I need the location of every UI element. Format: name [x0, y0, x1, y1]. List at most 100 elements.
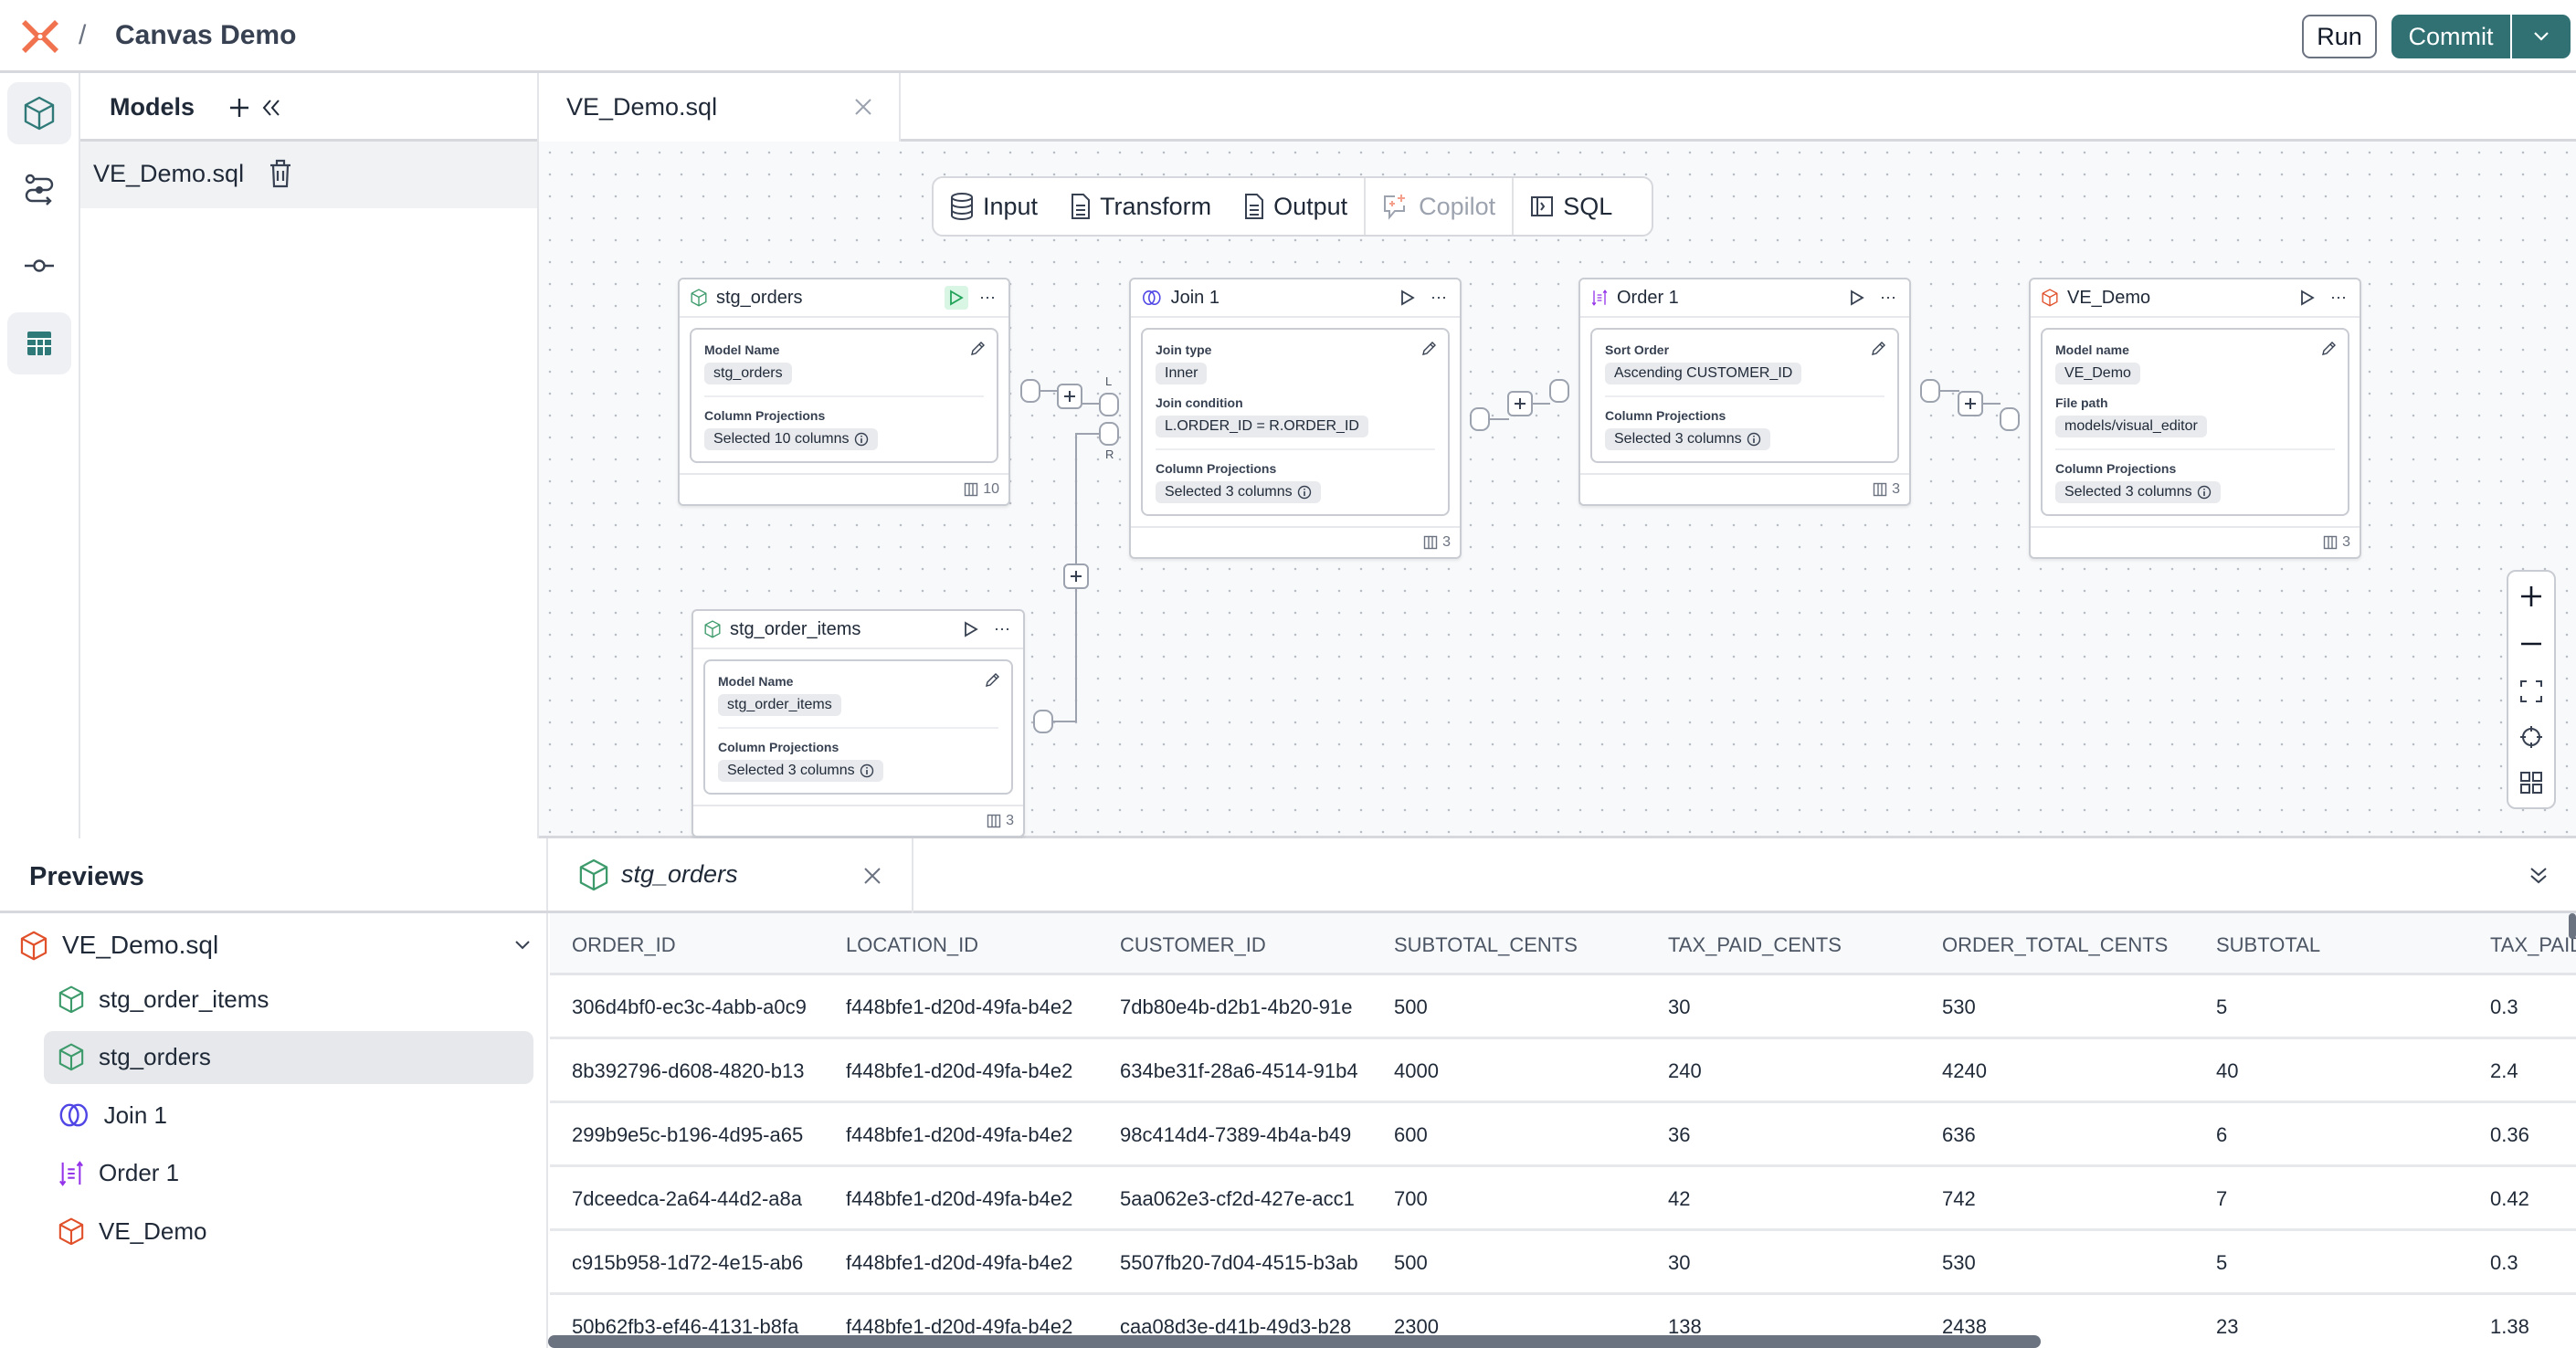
add-step-button[interactable] — [1507, 391, 1533, 416]
edit-pencil-icon[interactable] — [1870, 341, 1886, 357]
table-cell: f448bfe1-d20d-49fa-b4e2 — [846, 1059, 1073, 1082]
order-input-handle[interactable] — [1549, 379, 1569, 403]
column-header[interactable]: TAX_PAID — [2490, 933, 2576, 956]
delete-file-button[interactable] — [269, 158, 292, 189]
info-icon[interactable] — [1747, 432, 1761, 447]
horizontal-scrollbar[interactable] — [548, 1335, 2041, 1348]
projections-badge[interactable]: Selected 3 columns — [1156, 481, 1321, 503]
input-button[interactable]: Input — [934, 178, 1054, 235]
run-node-button[interactable] — [959, 617, 983, 641]
more-options-button[interactable]: ⋯ — [2330, 288, 2347, 307]
preview-item[interactable]: Join 1 — [44, 1089, 533, 1142]
chevron-down-icon[interactable] — [513, 939, 532, 952]
projections-badge[interactable]: Selected 3 columns — [2055, 481, 2221, 503]
preview-item[interactable]: Order 1 — [44, 1147, 533, 1200]
more-options-button[interactable]: ⋯ — [994, 619, 1010, 638]
preview-item[interactable]: VE_Demo — [44, 1205, 533, 1258]
center-view-button[interactable] — [2508, 714, 2554, 760]
dbt-logo-icon[interactable] — [20, 16, 60, 57]
auto-layout-button[interactable] — [2508, 760, 2554, 806]
zoom-out-button[interactable] — [2508, 621, 2554, 667]
run-node-button[interactable] — [945, 286, 968, 310]
add-model-button[interactable] — [225, 93, 254, 122]
copilot-sparkle-icon — [1384, 195, 1406, 220]
column-header[interactable]: SUBTOTAL — [2216, 933, 2321, 956]
info-icon[interactable] — [860, 764, 874, 778]
join-left-handle[interactable] — [1099, 393, 1119, 416]
edit-pencil-icon[interactable] — [984, 672, 1000, 689]
collapse-preview-button[interactable] — [2527, 864, 2550, 888]
preview-item[interactable]: stg_orders — [44, 1030, 533, 1084]
column-header[interactable]: ORDER_TOTAL_CENTS — [1942, 933, 2169, 956]
edit-pencil-icon[interactable] — [969, 341, 986, 357]
more-options-button[interactable]: ⋯ — [1880, 288, 1896, 307]
column-header[interactable]: ORDER_ID — [572, 933, 676, 956]
column-header[interactable]: SUBTOTAL_CENTS — [1394, 933, 1578, 956]
preview-item[interactable]: stg_order_items — [44, 973, 533, 1026]
column-header[interactable]: TAX_PAID_CENTS — [1668, 933, 1842, 956]
table-cell: 500 — [1394, 995, 1428, 1018]
commit-dropdown-button[interactable] — [2512, 15, 2571, 58]
add-step-button[interactable] — [1057, 384, 1082, 409]
close-preview-tab-button[interactable] — [862, 866, 882, 886]
vertical-scrollbar[interactable] — [2569, 913, 2576, 939]
join-output-handle[interactable] — [1470, 407, 1490, 431]
stg-orders-output-handle[interactable] — [1020, 379, 1040, 403]
info-icon[interactable] — [2197, 485, 2212, 500]
fit-view-button[interactable] — [2508, 669, 2554, 714]
run-node-button[interactable] — [1845, 286, 1869, 310]
transform-button[interactable]: Transform — [1054, 178, 1228, 235]
preview-root-item[interactable]: VE_Demo.sql — [20, 919, 532, 972]
column-header[interactable]: CUSTOMER_ID — [1120, 933, 1266, 956]
model-file-row[interactable]: VE_Demo.sql — [80, 142, 537, 208]
project-title[interactable]: Canvas Demo — [115, 20, 297, 50]
double-chevron-left-icon — [262, 100, 280, 116]
add-step-button[interactable] — [1958, 391, 1983, 416]
preview-tab-stg-orders[interactable]: stg_orders — [548, 838, 913, 913]
tab-ve-demo-sql[interactable]: VE_Demo.sql — [539, 73, 901, 142]
sql-button[interactable]: SQL — [1512, 178, 1629, 235]
projections-badge[interactable]: Selected 10 columns — [704, 428, 878, 450]
info-icon[interactable] — [854, 432, 869, 447]
more-options-button[interactable]: ⋯ — [979, 288, 996, 307]
table-cell: 306d4bf0-ec3c-4abb-a0c9 — [572, 995, 807, 1018]
run-node-button[interactable] — [1396, 286, 1420, 310]
rail-commit-button[interactable] — [7, 235, 71, 297]
order-output-handle[interactable] — [1920, 379, 1940, 403]
add-step-button[interactable] — [1063, 563, 1089, 589]
projections-badge[interactable]: Selected 3 columns — [1605, 428, 1770, 450]
rail-models-button[interactable] — [7, 82, 71, 144]
info-icon[interactable] — [1297, 485, 1312, 500]
run-node-button[interactable] — [2296, 286, 2319, 310]
join-right-handle[interactable] — [1099, 422, 1119, 446]
column-header[interactable]: LOCATION_ID — [846, 933, 979, 956]
commit-button[interactable]: Commit — [2391, 15, 2510, 58]
copilot-button[interactable]: Copilot — [1364, 178, 1512, 235]
run-button[interactable]: Run — [2302, 15, 2377, 58]
output-button[interactable]: Output — [1228, 178, 1364, 235]
edit-pencil-icon[interactable] — [2320, 341, 2337, 357]
table-cell: 138 — [1668, 1315, 1702, 1338]
table-cell: c915b958-1d72-4e15-ab6 — [572, 1251, 804, 1274]
stg-order-items-output-handle[interactable] — [1033, 710, 1053, 733]
more-options-button[interactable]: ⋯ — [1431, 288, 1447, 307]
ve-demo-input-handle[interactable] — [2000, 407, 2020, 431]
collapse-panel-button[interactable] — [258, 95, 285, 121]
edit-pencil-icon[interactable] — [1420, 341, 1437, 357]
rail-transform-button[interactable] — [7, 158, 71, 220]
projections-badge[interactable]: Selected 3 columns — [718, 760, 883, 782]
zoom-in-button[interactable] — [2508, 574, 2554, 619]
rail-preview-button[interactable] — [7, 312, 71, 374]
close-tab-button[interactable] — [853, 97, 873, 117]
